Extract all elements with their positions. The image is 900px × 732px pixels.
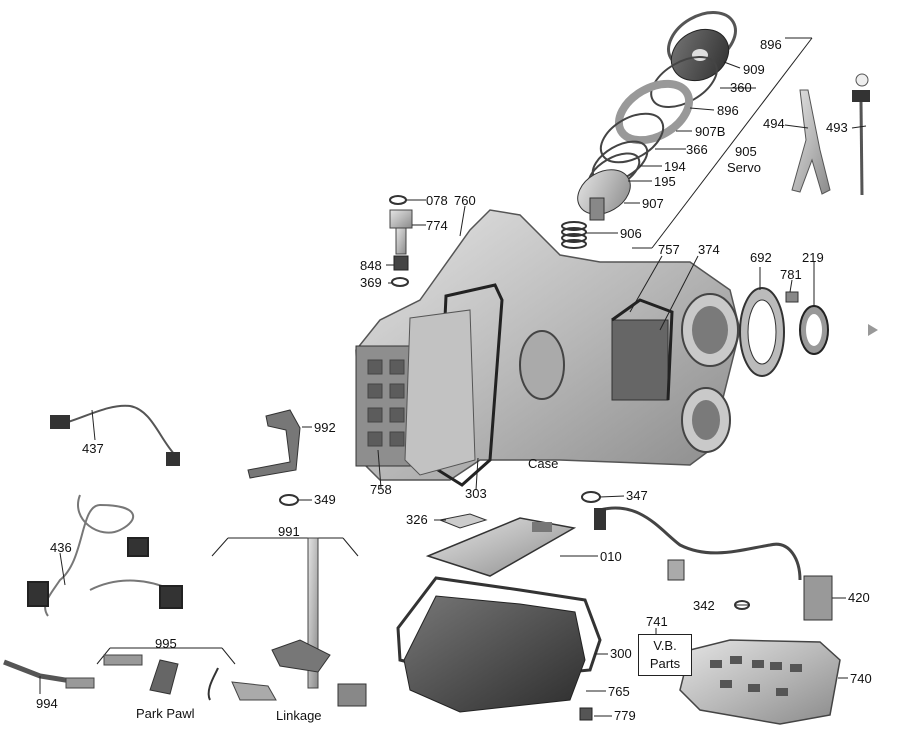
o-ring-347 bbox=[581, 491, 601, 503]
speed-sensor-774 bbox=[389, 209, 413, 255]
filter-010 bbox=[425, 517, 577, 577]
label-779: 779 bbox=[614, 708, 636, 723]
label-326: 326 bbox=[406, 512, 428, 527]
label-366: 366 bbox=[686, 142, 708, 157]
label-347: 347 bbox=[626, 488, 648, 503]
label-219: 219 bbox=[802, 250, 824, 265]
label-758: 758 bbox=[370, 482, 392, 497]
sensor-gear-848 bbox=[393, 255, 409, 271]
harness-436 bbox=[27, 494, 183, 617]
label-360: 360 bbox=[730, 80, 752, 95]
label-010: 010 bbox=[600, 549, 622, 564]
vb-parts-box: V.B. Parts bbox=[638, 634, 692, 676]
leader-lines bbox=[39, 61, 867, 717]
harness-420 bbox=[594, 506, 833, 621]
label-692: 692 bbox=[750, 250, 772, 265]
label-774: 774 bbox=[426, 218, 448, 233]
label-342: 342 bbox=[693, 598, 715, 613]
adapter-plate bbox=[404, 309, 476, 476]
label-303: 303 bbox=[465, 486, 487, 501]
label-349: 349 bbox=[314, 492, 336, 507]
label-linkage: Linkage bbox=[276, 708, 322, 723]
label-848: 848 bbox=[360, 258, 382, 273]
servo-piston bbox=[577, 169, 631, 221]
drain-plug-779 bbox=[579, 707, 593, 721]
label-194: 194 bbox=[664, 159, 686, 174]
label-374: 374 bbox=[698, 242, 720, 257]
vb-parts-line2: Parts bbox=[649, 656, 681, 671]
valve-body-740 bbox=[679, 639, 841, 725]
label-757: 757 bbox=[658, 242, 680, 257]
label-078: 078 bbox=[426, 193, 448, 208]
servo-piston-top bbox=[670, 28, 730, 82]
label-300: 300 bbox=[610, 646, 632, 661]
servo-group-bracket bbox=[632, 37, 813, 249]
label-park-pawl: Park Pawl bbox=[136, 706, 195, 721]
group-991-bracket bbox=[211, 537, 359, 557]
label-494: 494 bbox=[763, 116, 785, 131]
label-995: 995 bbox=[155, 636, 177, 651]
label-905: 905 bbox=[735, 144, 757, 159]
label-896-top: 896 bbox=[760, 37, 782, 52]
seal-219 bbox=[799, 305, 829, 355]
label-896-lower: 896 bbox=[717, 103, 739, 118]
label-436: 436 bbox=[50, 540, 72, 555]
bolt-781 bbox=[785, 291, 799, 303]
label-760: 760 bbox=[454, 193, 476, 208]
label-437: 437 bbox=[82, 441, 104, 456]
label-765: 765 bbox=[608, 684, 630, 699]
label-740: 740 bbox=[850, 671, 872, 686]
servo-spring bbox=[561, 221, 587, 249]
o-ring-349 bbox=[279, 494, 299, 506]
label-369: 369 bbox=[360, 275, 382, 290]
oil-pan-765 bbox=[403, 595, 586, 713]
label-781: 781 bbox=[780, 267, 802, 282]
label-907: 907 bbox=[642, 196, 664, 211]
label-994: 994 bbox=[36, 696, 58, 711]
label-741: 741 bbox=[646, 614, 668, 629]
label-906: 906 bbox=[620, 226, 642, 241]
label-195: 195 bbox=[654, 174, 676, 189]
dipstick bbox=[852, 73, 870, 196]
harness-437 bbox=[50, 404, 180, 466]
dipstick-tube bbox=[791, 89, 831, 195]
label-420: 420 bbox=[848, 590, 870, 605]
vb-parts-line1: V.B. bbox=[653, 638, 677, 653]
manual-shaft-991 bbox=[271, 537, 367, 707]
label-907b: 907B bbox=[695, 124, 726, 139]
gasket-326 bbox=[438, 513, 488, 529]
shift-lever-992 bbox=[247, 409, 301, 479]
label-991: 991 bbox=[278, 524, 300, 539]
label-992: 992 bbox=[314, 420, 336, 435]
label-909: 909 bbox=[743, 62, 765, 77]
rod-994 bbox=[3, 659, 95, 689]
o-ring-369 bbox=[391, 277, 409, 287]
cover-692 bbox=[739, 287, 785, 377]
label-servo: Servo bbox=[727, 160, 761, 175]
label-case: Case bbox=[528, 456, 559, 471]
o-ring-078 bbox=[389, 195, 407, 205]
next-arrow-icon[interactable] bbox=[868, 324, 878, 336]
park-pawl-parts bbox=[103, 654, 277, 701]
label-493: 493 bbox=[826, 120, 848, 135]
